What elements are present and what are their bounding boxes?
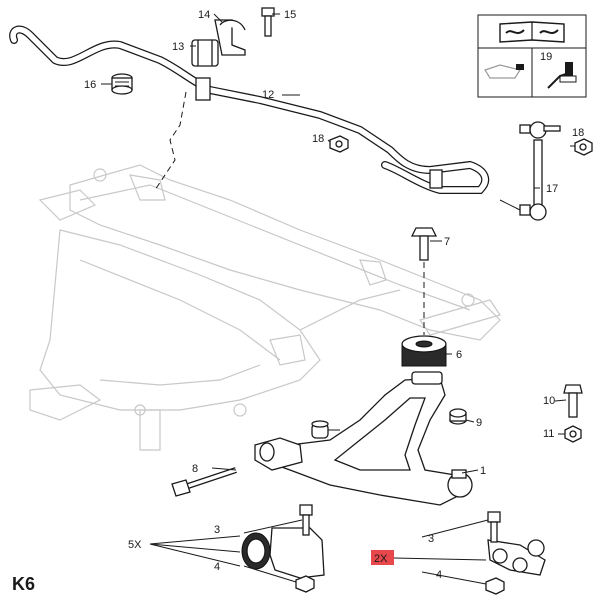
callout-9: 9 <box>476 417 482 429</box>
stabilizer-link <box>499 121 561 221</box>
callout-11: 11 <box>543 428 554 440</box>
stabilizer-bushing <box>191 39 219 67</box>
inspection-tool-icon <box>484 64 524 79</box>
stabilizer-clamp <box>214 19 246 56</box>
callout-15: 15 <box>284 9 296 21</box>
manual-book-icon <box>499 21 565 43</box>
quantity-label-highlight: 2X <box>374 553 388 565</box>
quantity-highlight: 2X <box>371 550 394 565</box>
nut-18-left <box>329 135 349 153</box>
bolt-7 <box>410 227 438 335</box>
page-code: K6 <box>12 574 35 594</box>
nut-11 <box>564 425 582 443</box>
callout-1: 1 <box>480 465 486 477</box>
quantity-label-left: 5X <box>128 539 142 551</box>
callout-16: 16 <box>84 79 96 91</box>
assembly-dash-line <box>154 91 187 191</box>
callout-12: 12 <box>262 89 274 101</box>
callout-4-right: 4 <box>436 569 442 581</box>
callout-6: 6 <box>456 349 462 361</box>
ball-joint <box>485 511 546 595</box>
nut-9 <box>449 408 467 425</box>
callout-17: 17 <box>546 183 558 195</box>
callout-18-right: 18 <box>572 127 584 139</box>
bolt-10 <box>563 384 583 418</box>
clamp-bolt <box>261 7 275 37</box>
bolt-8 <box>171 467 237 497</box>
link-rod-tool-icon <box>547 62 577 89</box>
callout-13: 13 <box>172 41 184 53</box>
bushing-9-small <box>311 420 329 439</box>
rear-bushing-6 <box>401 335 447 367</box>
callout-labels: 1 3 3 4 4 6 7 8 9 10 11 12 13 14 15 16 1… <box>84 9 584 581</box>
control-arm <box>254 371 473 506</box>
nut-18-right <box>574 138 593 156</box>
front-bushing <box>241 504 325 593</box>
bushing-16 <box>111 73 133 95</box>
info-panel-number: 19 <box>540 51 552 63</box>
callout-3-left: 3 <box>214 524 220 536</box>
callout-18-left: 18 <box>312 133 324 145</box>
subframe-outline <box>29 164 501 451</box>
callout-14: 14 <box>198 9 210 21</box>
leader-lines <box>101 13 575 585</box>
info-panel: 19 <box>477 14 587 98</box>
callout-7: 7 <box>444 236 450 248</box>
callout-8: 8 <box>192 463 198 475</box>
stabilizer-bar <box>9 25 490 194</box>
callout-4-left: 4 <box>214 561 220 573</box>
callout-3-right: 3 <box>428 533 434 545</box>
callout-10: 10 <box>543 395 555 407</box>
